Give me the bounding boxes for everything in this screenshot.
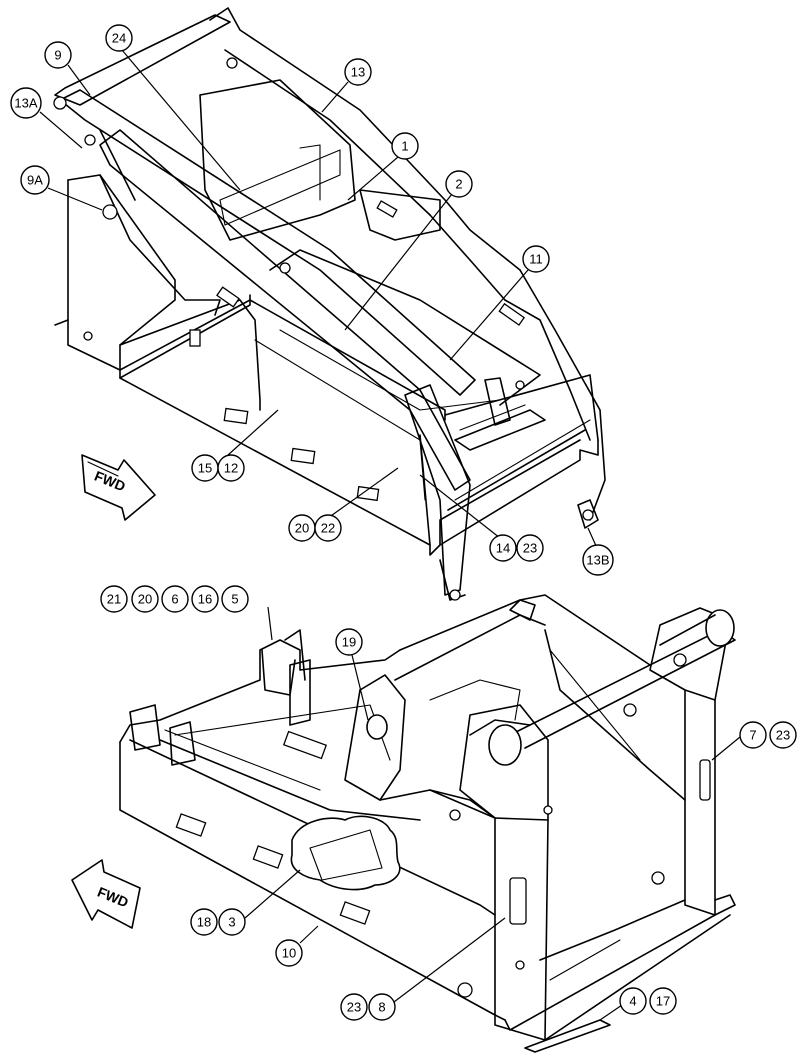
- svg-text:13A: 13A: [14, 96, 37, 111]
- svg-text:9A: 9A: [27, 173, 43, 188]
- callout-14: 14: [489, 534, 517, 562]
- callout-13B: 13B: [582, 544, 614, 576]
- svg-text:23: 23: [776, 728, 790, 743]
- svg-text:19: 19: [342, 635, 356, 650]
- callout-2: 2: [445, 170, 473, 198]
- svg-text:6: 6: [171, 592, 178, 607]
- callout-16: 16: [191, 585, 219, 613]
- svg-text:1: 1: [401, 139, 408, 154]
- svg-text:16: 16: [198, 592, 212, 607]
- bottom-assembly-drawing: [119, 594, 736, 1053]
- svg-text:12: 12: [224, 461, 238, 476]
- callout-13: 13: [344, 58, 372, 86]
- callout-15: 15: [191, 454, 219, 482]
- callout-11: 11: [522, 245, 550, 273]
- svg-text:21: 21: [107, 592, 121, 607]
- callout-23-bottom: 23: [340, 993, 368, 1021]
- callout-6: 6: [161, 585, 189, 613]
- svg-text:22: 22: [321, 521, 335, 536]
- callout-24: 24: [105, 24, 133, 52]
- svg-text:11: 11: [529, 252, 543, 267]
- svg-text:17: 17: [656, 994, 670, 1009]
- svg-text:13: 13: [351, 65, 365, 80]
- callout-5: 5: [221, 585, 249, 613]
- callout-9: 9: [44, 41, 72, 69]
- svg-text:23: 23: [523, 541, 537, 556]
- fwd-arrow-top: FWD: [81, 454, 156, 521]
- fwd-arrow-bottom: FWD: [71, 859, 141, 929]
- callout-3: 3: [218, 908, 246, 936]
- callout-8: 8: [368, 993, 396, 1021]
- svg-text:7: 7: [749, 728, 756, 743]
- callout-1: 1: [391, 132, 419, 160]
- callout-18: 18: [190, 908, 218, 936]
- svg-text:10: 10: [282, 946, 296, 961]
- callout-23-top: 23: [516, 534, 544, 562]
- callout-12: 12: [217, 454, 245, 482]
- callout-21: 21: [100, 585, 128, 613]
- svg-text:8: 8: [378, 1000, 385, 1015]
- svg-text:23: 23: [347, 1000, 361, 1015]
- svg-text:9: 9: [54, 48, 61, 63]
- svg-text:3: 3: [228, 915, 235, 930]
- svg-text:4: 4: [629, 994, 636, 1009]
- top-leader-lines: [39, 49, 598, 549]
- callout-9A: 9A: [20, 165, 50, 195]
- svg-text:15: 15: [198, 461, 212, 476]
- callout-10: 10: [275, 939, 303, 967]
- svg-text:24: 24: [112, 31, 126, 46]
- callout-13A: 13A: [10, 87, 42, 119]
- callout-4: 4: [619, 987, 647, 1015]
- svg-text:13B: 13B: [586, 553, 609, 568]
- callout-17: 17: [649, 987, 677, 1015]
- callout-22: 22: [314, 514, 342, 542]
- svg-text:5: 5: [231, 592, 238, 607]
- svg-text:2: 2: [455, 177, 462, 192]
- callout-23-right: 23: [769, 721, 797, 749]
- svg-text:14: 14: [496, 541, 510, 556]
- callout-20-top: 20: [288, 514, 316, 542]
- callout-20-bottom: 20: [131, 585, 159, 613]
- svg-text:20: 20: [295, 521, 309, 536]
- svg-text:20: 20: [138, 592, 152, 607]
- callout-7: 7: [739, 721, 767, 749]
- top-assembly-drawing: [53, 7, 606, 601]
- callout-19: 19: [335, 628, 363, 656]
- bottom-leader-lines: [244, 606, 741, 1021]
- svg-text:18: 18: [197, 915, 211, 930]
